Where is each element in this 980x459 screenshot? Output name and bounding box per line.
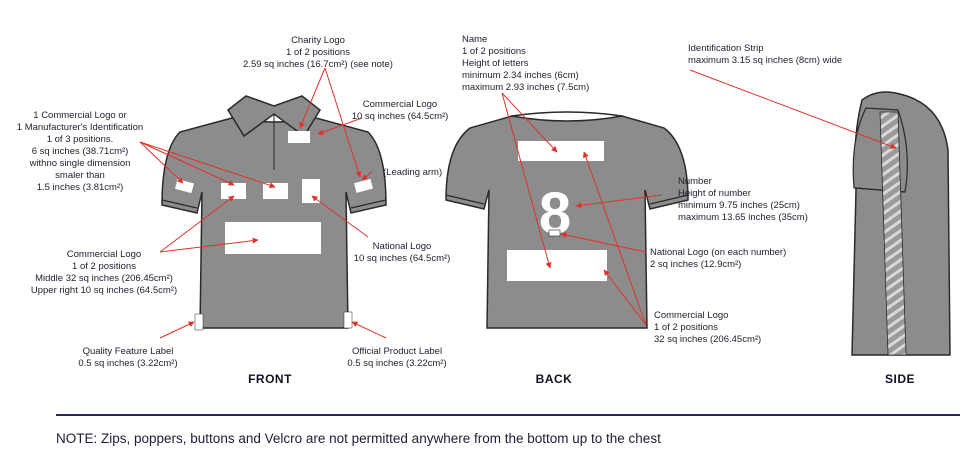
svg-text:1 of 2 positions: 1 of 2 positions — [654, 322, 718, 333]
front-official-label-box — [343, 311, 353, 329]
svg-text:minimum 2.34 inches (6cm): minimum 2.34 inches (6cm) — [462, 70, 579, 81]
svg-text:Commercial Logo: Commercial Logo — [654, 310, 728, 321]
svg-text:0.5 sq inches (3.22cm²): 0.5 sq inches (3.22cm²) — [78, 358, 177, 369]
svg-text:withno single dimension: withno single dimension — [29, 158, 131, 169]
back-shirt: 8 — [445, 111, 689, 329]
view-label-side: SIDE — [885, 372, 915, 386]
front-chest-left-box — [221, 183, 246, 199]
front-middle-box — [225, 222, 321, 254]
svg-text:National Logo: National Logo — [373, 241, 432, 252]
front-charity-box — [288, 131, 310, 143]
label-number: Number Height of number minimum 9.75 inc… — [678, 176, 808, 223]
front-quality-label-box — [194, 313, 204, 331]
svg-text:Charity Logo: Charity Logo — [291, 35, 345, 46]
back-national-box — [548, 229, 561, 237]
svg-text:Quality Feature Label: Quality Feature Label — [83, 346, 174, 357]
svg-text:1 of 2 positions: 1 of 2 positions — [286, 47, 350, 58]
svg-text:Number: Number — [678, 176, 712, 187]
svg-text:1 of 3 positions.: 1 of 3 positions. — [47, 134, 114, 145]
back-name-box — [518, 141, 604, 161]
svg-text:2 sq inches (12.9cm²): 2 sq inches (12.9cm²) — [650, 259, 741, 270]
svg-text:Upper right 10 sq inches (64.5: Upper right 10 sq inches (64.5cm²) — [31, 285, 177, 296]
svg-text:Official Product Label: Official Product Label — [352, 346, 442, 357]
label-charity: Charity Logo 1 of 2 positions 2.59 sq in… — [243, 35, 393, 70]
label-commercial-manufacturer: 1 Commercial Logo or 1 Manufacturer's Id… — [17, 110, 143, 193]
svg-text:maximum 13.65 inches (35cm): maximum 13.65 inches (35cm) — [678, 212, 808, 223]
label-quality: Quality Feature Label 0.5 sq inches (3.2… — [78, 346, 177, 369]
svg-text:6 sq inches (38.71cm²): 6 sq inches (38.71cm²) — [32, 146, 129, 157]
svg-text:maximum 2.93 inches (7.5cm): maximum 2.93 inches (7.5cm) — [462, 82, 589, 93]
svg-text:Commercial Logo: Commercial Logo — [363, 99, 437, 110]
svg-text:1.5 inches (3.81cm²): 1.5 inches (3.81cm²) — [37, 182, 124, 193]
label-official: Official Product Label 0.5 sq inches (3.… — [347, 346, 446, 369]
label-identification: Identification Strip maximum 3.15 sq inc… — [688, 43, 842, 66]
svg-text:smaler than: smaler than — [55, 170, 105, 181]
label-commercial-front-mid: Commercial Logo 1 of 2 positions Middle … — [31, 249, 177, 296]
label-commercial-back: Commercial Logo 1 of 2 positions 32 sq i… — [654, 310, 761, 345]
front-chest-center-box — [263, 183, 288, 199]
svg-text:0.5 sq inches (3.22cm²): 0.5 sq inches (3.22cm²) — [347, 358, 446, 369]
svg-text:Height of letters: Height of letters — [462, 58, 529, 69]
svg-text:Commercial Logo: Commercial Logo — [67, 249, 141, 260]
svg-text:1 Commercial Logo or: 1 Commercial Logo or — [33, 110, 126, 121]
label-national-back: National Logo (on each number) 2 sq inch… — [650, 247, 786, 270]
label-national-front: National Logo 10 sq inches (64.5cm²) — [354, 241, 451, 264]
svg-text:minimum 9.75 inches (25cm): minimum 9.75 inches (25cm) — [678, 200, 800, 211]
svg-text:2.59 sq inches (16.7cm²) (see: 2.59 sq inches (16.7cm²) (see note) — [243, 59, 393, 70]
svg-text:Middle 32 sq inches (206.45cm²: Middle 32 sq inches (206.45cm²) — [35, 273, 173, 284]
svg-text:(Leading arm): (Leading arm) — [383, 167, 442, 178]
svg-text:National Logo (on each number): National Logo (on each number) — [650, 247, 786, 258]
back-commercial-box — [507, 250, 607, 281]
svg-text:Name: Name — [462, 34, 487, 45]
divider-rule — [56, 414, 960, 416]
svg-text:32 sq inches (206.45cm²): 32 sq inches (206.45cm²) — [654, 334, 761, 345]
label-name: Name 1 of 2 positions Height of letters … — [462, 34, 589, 93]
view-label-back: BACK — [536, 372, 573, 386]
label-leading-arm: (Leading arm) — [383, 167, 442, 178]
svg-text:maximum 3.15 sq inches (8cm) w: maximum 3.15 sq inches (8cm) wide — [688, 55, 842, 66]
annotation-arrows — [139, 67, 897, 339]
side-shirt — [851, 91, 951, 356]
svg-text:Height of number: Height of number — [678, 188, 751, 199]
svg-text:10 sq inches (64.5cm²): 10 sq inches (64.5cm²) — [352, 111, 449, 122]
front-shirt — [161, 95, 387, 331]
svg-text:Identification Strip: Identification Strip — [688, 43, 764, 54]
label-commercial-front-top: Commercial Logo 10 sq inches (64.5cm²) — [352, 99, 449, 122]
footer-note: NOTE: Zips, poppers, buttons and Velcro … — [56, 431, 661, 446]
svg-text:1 of 2 positions: 1 of 2 positions — [462, 46, 526, 57]
svg-text:10 sq inches (64.5cm²): 10 sq inches (64.5cm²) — [354, 253, 451, 264]
front-sleeve-right-box — [353, 178, 373, 193]
svg-text:1 Manufacturer's Identificatio: 1 Manufacturer's Identification — [17, 122, 143, 133]
side-identification-strip — [879, 111, 907, 356]
svg-text:1 of 2 positions: 1 of 2 positions — [72, 261, 136, 272]
view-label-front: FRONT — [248, 372, 292, 386]
